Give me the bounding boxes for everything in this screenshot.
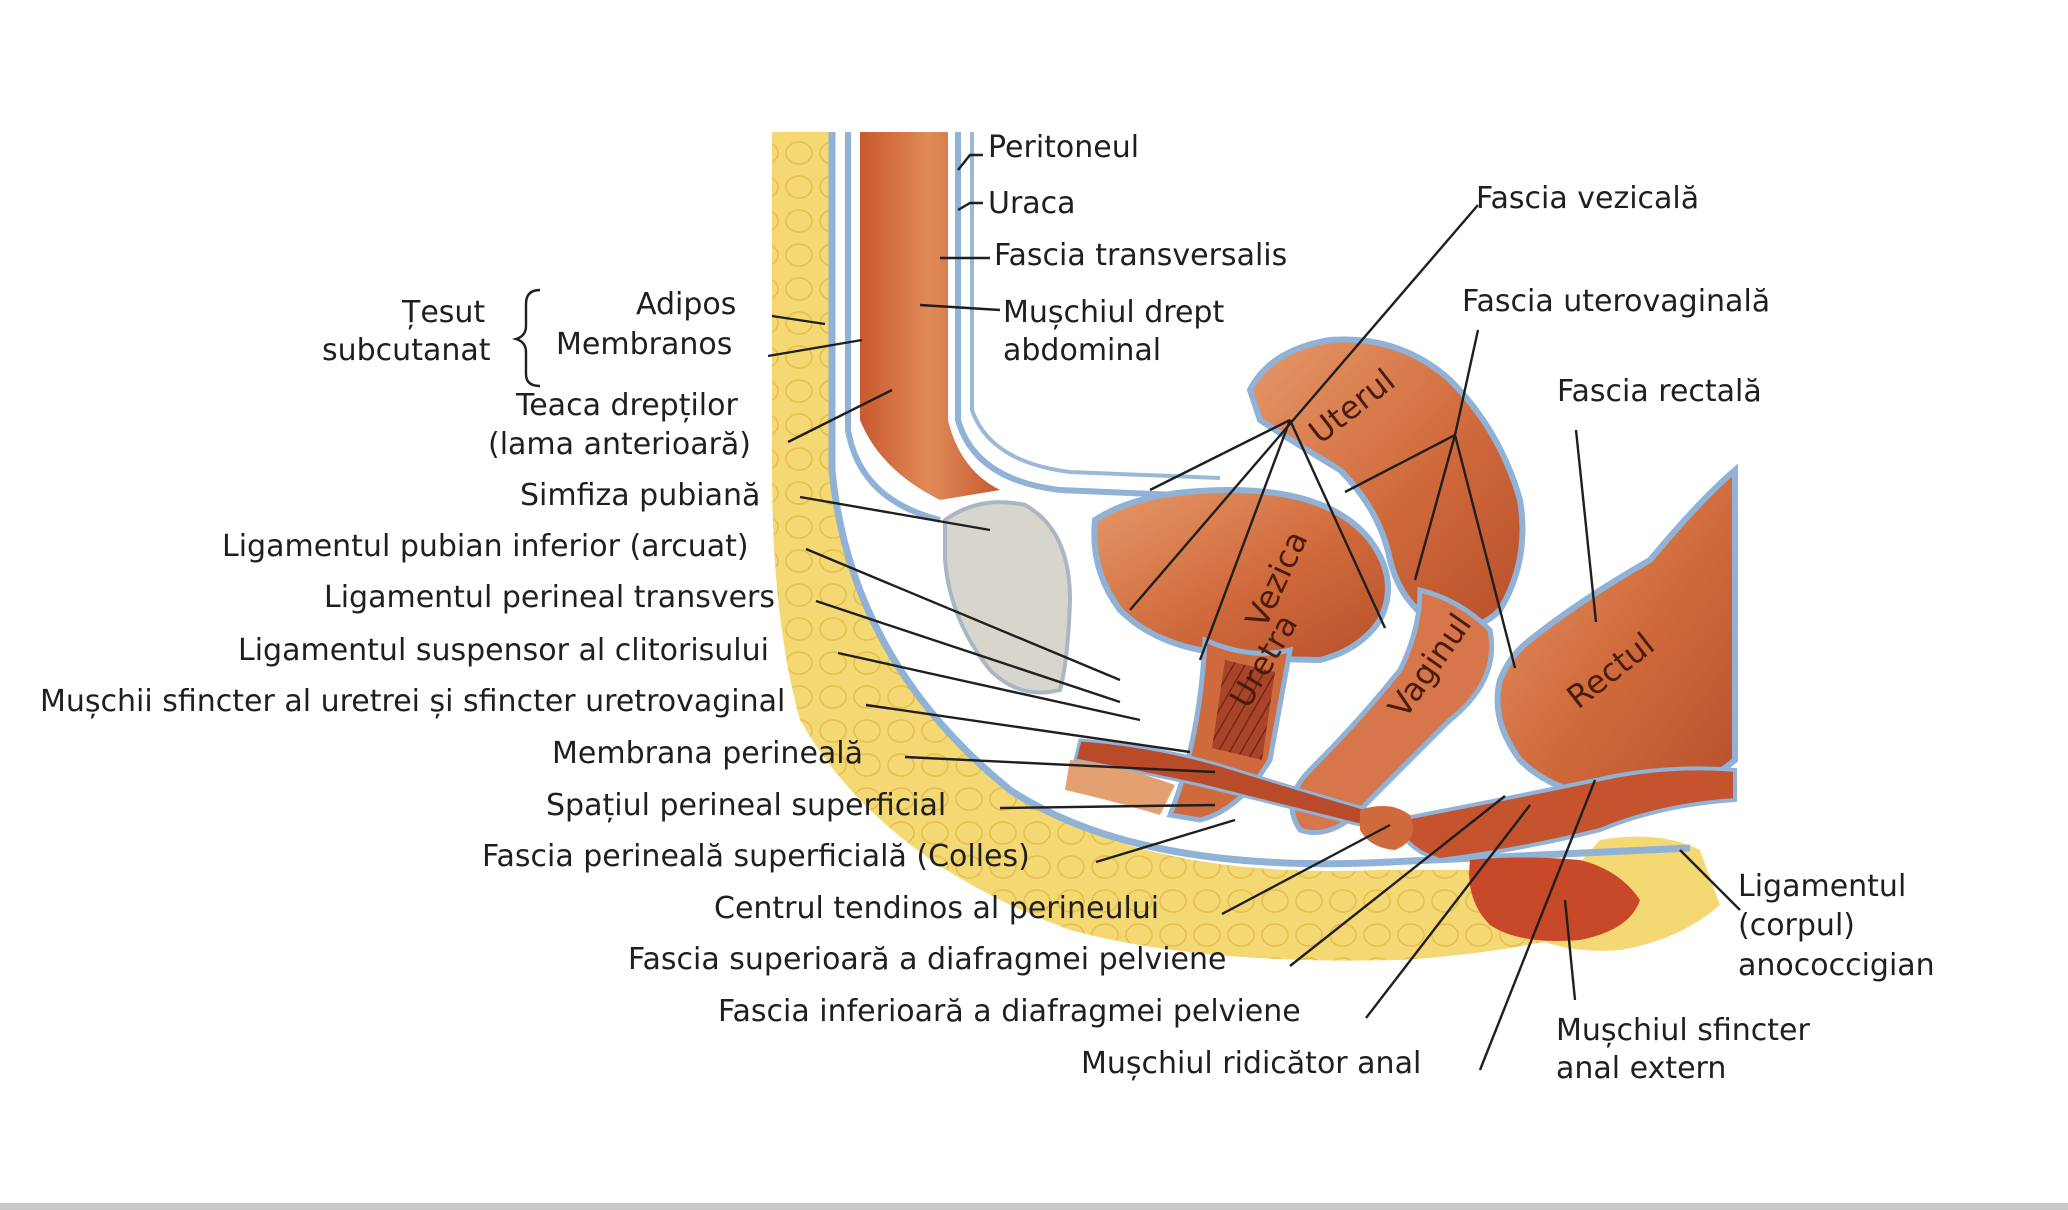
label-spatiul: Spațiul perineal superficial — [546, 788, 946, 823]
external-anal-sphincter — [1469, 857, 1640, 941]
levator-ani-muscle — [1392, 766, 1737, 863]
vagina — [1289, 586, 1495, 835]
label-fascia-vezicala: Fascia vezicală — [1476, 181, 1699, 216]
labels: Peritoneul Uraca Fascia transversalis Mu… — [40, 130, 1935, 1086]
label-lig-ano-line3: anococcigian — [1738, 948, 1935, 983]
label-centrul: Centrul tendinos al perineului — [714, 891, 1159, 926]
urethral-sphincter-muscle — [1212, 660, 1275, 760]
rectus-sheath-anterior — [845, 132, 941, 523]
label-adipos: Adipos — [636, 287, 736, 322]
brace-tesut — [511, 288, 541, 388]
label-teaca-line1: Teaca drepților — [515, 388, 738, 423]
leader-lines — [767, 153, 1741, 1071]
label-lig-perineal: Ligamentul perineal transvers — [324, 580, 775, 615]
membranous-fascia-line — [828, 132, 1691, 868]
label-fascia-rectala: Fascia rectală — [1557, 374, 1762, 409]
label-lig-ano-line1: Ligamentul — [1738, 869, 1906, 904]
superficial-perineal-tissue — [1065, 760, 1175, 815]
label-sfincter-anal-line2: anal extern — [1556, 1051, 1726, 1086]
label-tesut-line1: Țesut — [401, 295, 485, 330]
uterus — [1246, 336, 1526, 631]
label-ridicator: Mușchiul ridicător anal — [1081, 1046, 1421, 1081]
label-muschii-sfincter: Mușchii sfincter al uretrei și sfincter … — [40, 684, 785, 719]
label-simfiza: Simfiza pubiană — [520, 478, 760, 513]
label-membranos: Membranos — [556, 327, 732, 362]
urinary-bladder — [1091, 486, 1391, 664]
label-muschiul-drept-line2: abdominal — [1003, 333, 1161, 368]
label-peritoneul: Peritoneul — [988, 130, 1139, 165]
rectum — [1494, 463, 1738, 804]
label-fascia-sup: Fascia superioară a diafragmei pelviene — [628, 942, 1226, 977]
label-lig-pubian: Ligamentul pubian inferior (arcuat) — [222, 529, 749, 564]
label-teaca-line2: (lama anterioară) — [488, 427, 751, 462]
label-fascia-utero: Fascia uterovaginală — [1462, 284, 1770, 319]
label-uraca: Uraca — [988, 186, 1076, 221]
label-lig-suspensor: Ligamentul suspensor al clitorisului — [238, 633, 769, 668]
label-membrana: Membrana perineală — [552, 736, 863, 771]
label-fascia-transversalis: Fascia transversalis — [994, 238, 1287, 273]
label-fascia-inf: Fascia inferioară a diafragmei pelviene — [718, 994, 1301, 1029]
label-fascia-colles: Fascia perineală superficială (Colles) — [482, 839, 1030, 874]
rectus-abdominis-muscle — [860, 132, 1000, 500]
label-tesut-line2: subcutanat — [322, 333, 491, 368]
label-lig-ano-line2: (corpul) — [1738, 908, 1855, 943]
illustration — [772, 132, 1738, 961]
label-sfincter-anal-line1: Mușchiul sfincter — [1556, 1013, 1811, 1048]
label-muschiul-drept-line1: Mușchiul drept — [1003, 295, 1224, 330]
transversalis-fascia-line — [955, 132, 1201, 499]
peritoneum-line — [970, 132, 1221, 480]
page-bottom-border — [0, 1203, 2068, 1210]
